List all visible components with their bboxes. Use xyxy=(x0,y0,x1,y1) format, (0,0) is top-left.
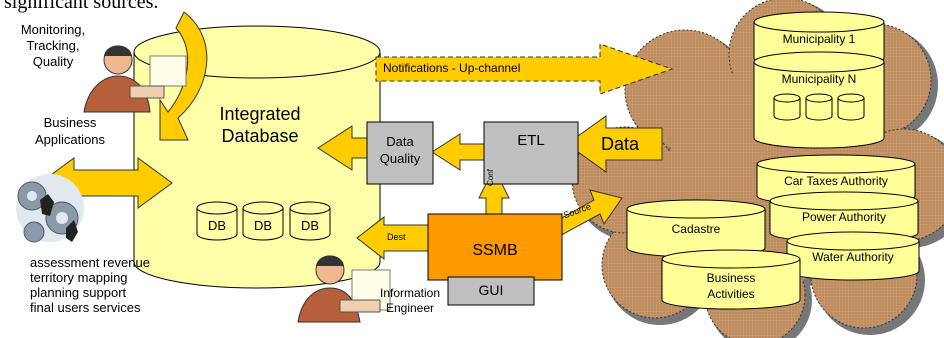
database-title-line1: Integrated xyxy=(219,104,301,124)
business-activities-label: Business Activities xyxy=(662,270,800,302)
data-arrow xyxy=(566,115,663,173)
services-line1: assessment revenue xyxy=(30,255,150,270)
engineer-line2: Engineer xyxy=(385,301,435,315)
integrated-database-title: Integrated Database xyxy=(200,103,320,147)
etl-label: ETL xyxy=(517,132,545,149)
db-label-2: DB xyxy=(253,218,273,233)
business-line1: Business xyxy=(43,115,97,130)
services-label: assessment revenue territory mapping pla… xyxy=(30,255,150,315)
db-label-1: DB xyxy=(207,218,227,233)
municipality-n-label: Municipality N xyxy=(781,72,857,86)
data-quality-box[interactable] xyxy=(366,121,434,185)
data-quality-line1: Data xyxy=(386,134,414,149)
monitoring-curved-arrow xyxy=(159,11,208,141)
cadastre-cylinder xyxy=(626,199,766,258)
municipality-n-cylinder xyxy=(753,51,885,149)
header-text: significant sources. xyxy=(4,0,159,13)
data-quality-label: Data Quality xyxy=(367,133,433,167)
water-authority-cylinder xyxy=(786,231,920,281)
municipality-1-label: Municipality 1 xyxy=(782,32,856,46)
etl-to-quality-arrow xyxy=(431,133,485,171)
database-title-line2: Database xyxy=(221,126,299,146)
water-authority-label: Water Authority xyxy=(812,250,894,264)
cadastre-label: Cadastre xyxy=(671,222,721,236)
ssmb-label: SSMB xyxy=(472,242,518,259)
gears-people-icon xyxy=(16,174,84,243)
power-authority-label: Power Authority xyxy=(801,210,887,224)
engineer-person-icon xyxy=(297,255,391,323)
ssmb-box[interactable] xyxy=(427,213,563,281)
source-arrow xyxy=(548,189,623,239)
data-quality-line2: Quality xyxy=(379,151,421,166)
monitoring-person-icon xyxy=(83,45,187,113)
car-taxes-label: Car Taxes Authority xyxy=(784,174,888,188)
monitoring-line2: Tracking, xyxy=(26,38,80,53)
engineer-line1: Information xyxy=(379,286,441,300)
conf-label: Conf xyxy=(486,169,495,186)
gui-label: GUI xyxy=(478,282,504,298)
business-activities-line2: Activities xyxy=(707,287,755,301)
gui-box[interactable] xyxy=(447,276,535,306)
business-activities-line1: Business xyxy=(706,271,756,285)
services-line3: planning support xyxy=(30,285,127,300)
business-line2: Applications xyxy=(34,132,106,147)
services-line4: final users services xyxy=(30,300,141,315)
db-label-3: DB xyxy=(300,218,320,233)
data-label: Data xyxy=(600,134,640,154)
monitoring-line1: Monitoring, xyxy=(20,22,86,37)
dest-label: Dest xyxy=(387,232,406,242)
notifications-label: Notifications - Up-channel xyxy=(383,61,521,75)
business-activities-cylinder xyxy=(661,249,801,310)
etl-box[interactable] xyxy=(483,121,579,185)
notifications-arrow xyxy=(375,43,674,95)
monitoring-line3: Quality xyxy=(32,54,74,69)
monitoring-label: Monitoring, Tracking, Quality xyxy=(18,22,88,70)
business-applications-label: Business Applications xyxy=(28,114,112,148)
power-authority-cylinder xyxy=(769,191,919,243)
engineer-label: Information Engineer xyxy=(370,286,450,316)
services-line2: territory mapping xyxy=(30,270,128,285)
